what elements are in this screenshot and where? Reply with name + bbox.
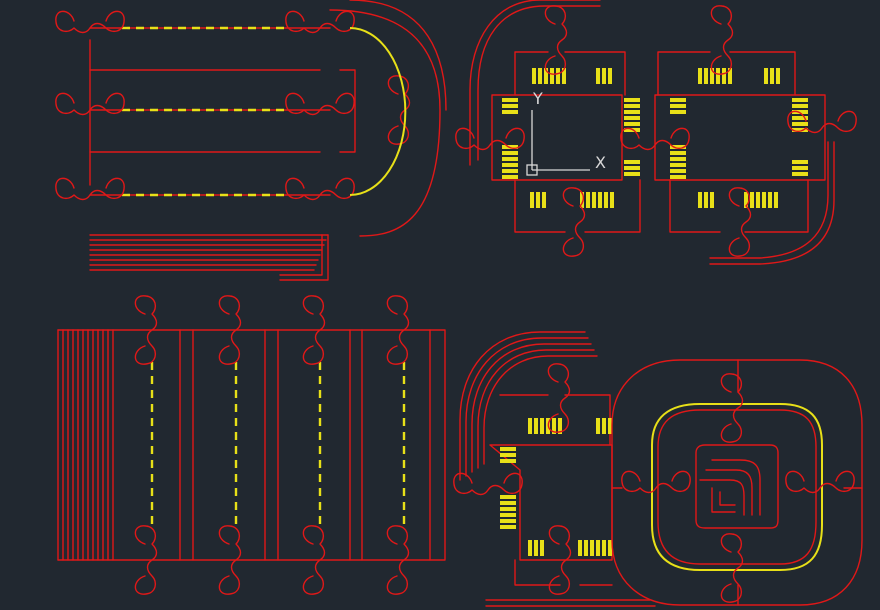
ucs-x-label: X xyxy=(595,153,606,172)
panel-vertical-tracks xyxy=(57,295,446,595)
ucs-y-label: Y xyxy=(532,89,543,108)
panel-rounded-ring-and-pad-block xyxy=(453,331,863,607)
panel-twin-pad-blocks xyxy=(455,0,857,265)
panel-serpentine-tracks xyxy=(55,0,447,281)
ucs-axes-icon: Y X xyxy=(526,89,606,176)
